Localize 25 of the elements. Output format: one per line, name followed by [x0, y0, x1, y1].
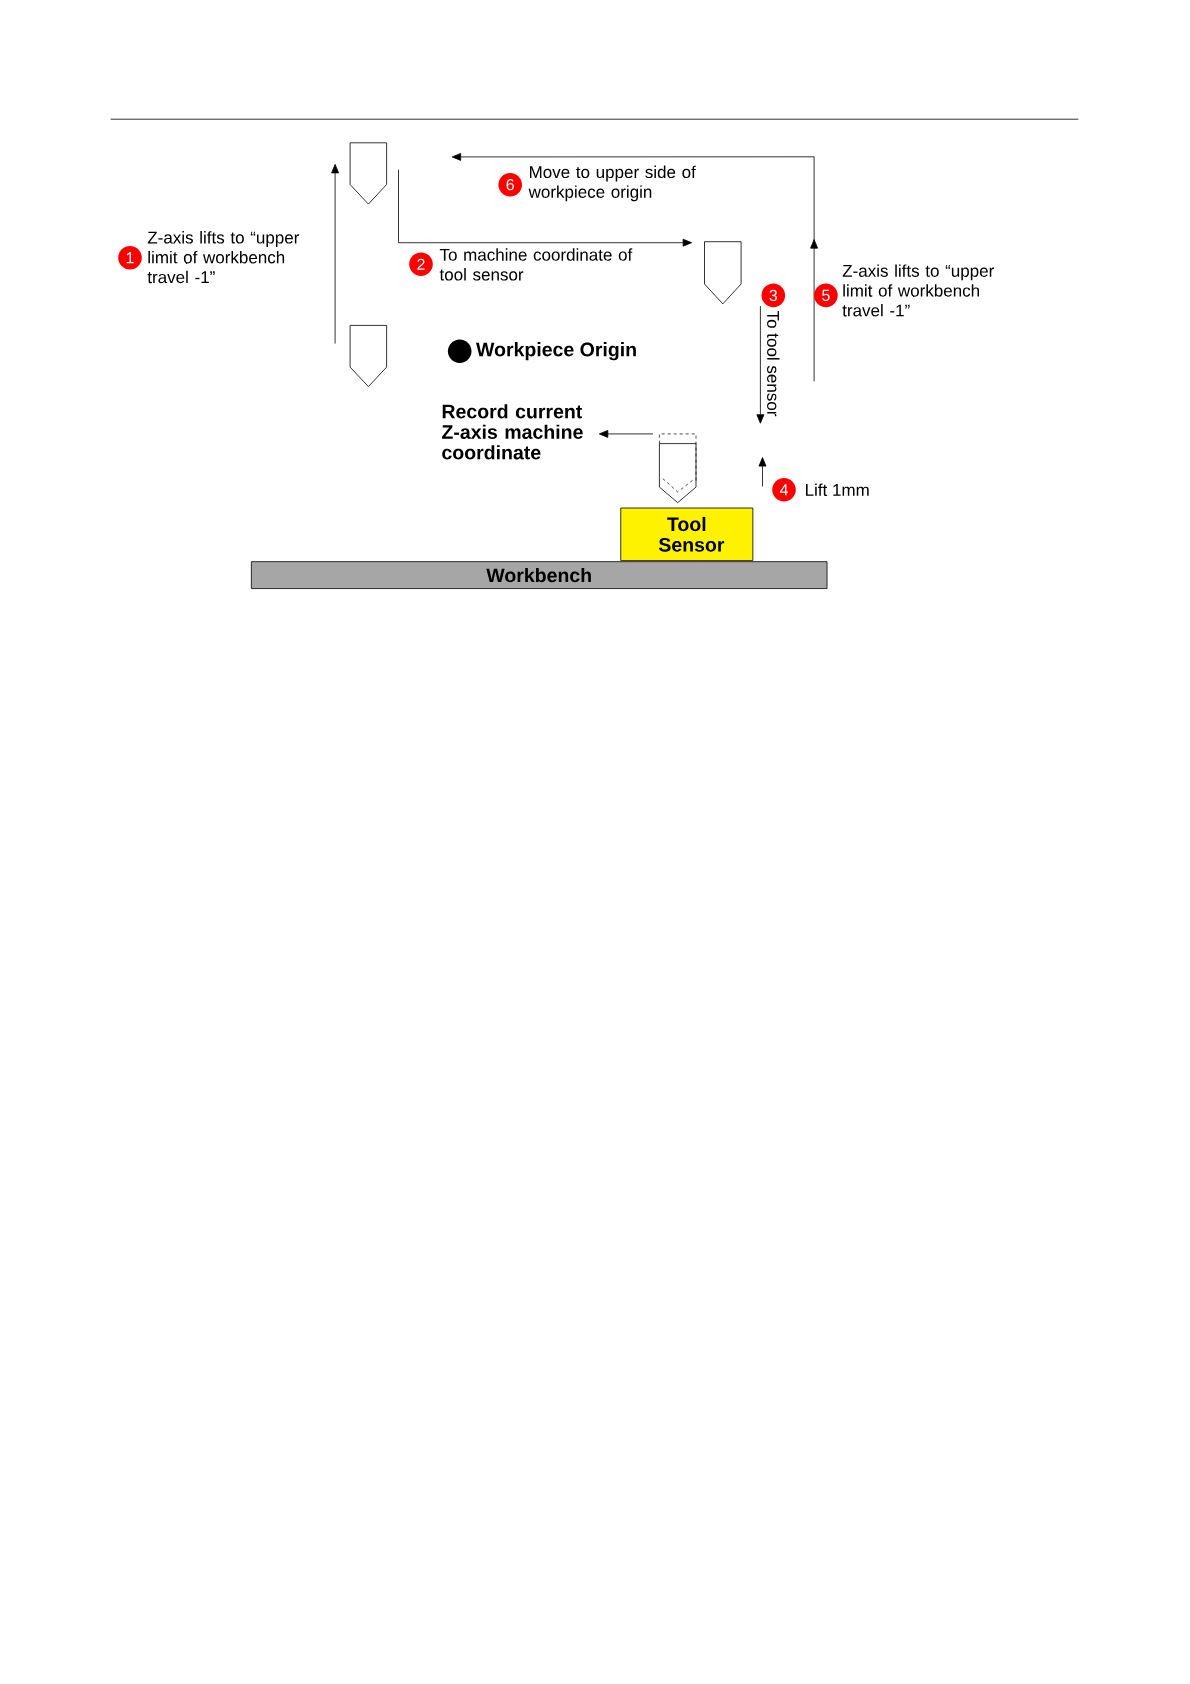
- arrow: [451, 153, 818, 382]
- step-text: Move to upper side of workpiece origin: [528, 165, 696, 202]
- step-number: 2: [409, 252, 433, 276]
- step-text: Z-axis lifts to “upper limit of workbench travel -1”: [147, 231, 300, 284]
- step-text: Z-axis lifts to “upper limit of workbench travel -1”: [842, 264, 994, 317]
- tool-shape: [349, 325, 387, 387]
- arrow: [331, 164, 339, 344]
- step-number: 3: [761, 283, 786, 308]
- step-text: To tool sensor: [767, 311, 780, 417]
- workbench-bar: Workbench: [250, 561, 828, 589]
- step-text: Lift 1mm: [806, 483, 869, 496]
- arrow: [598, 430, 654, 438]
- step-number: 5: [814, 283, 838, 308]
- arrow: [756, 305, 765, 424]
- tool-shape: [349, 142, 387, 205]
- step-number: 6: [498, 172, 522, 197]
- sensor-box: Tool Sensor: [620, 507, 754, 561]
- tool-shape: [704, 241, 742, 305]
- step-text: To machine coordinate of tool sensor: [439, 248, 633, 281]
- step-number: 4: [772, 477, 796, 502]
- step-text: Record current Z-axis machine coordinate: [442, 404, 583, 460]
- origin-label: Workpiece Origin: [476, 342, 636, 361]
- tool-shape: [659, 433, 697, 503]
- step-number: 1: [118, 246, 142, 270]
- arrow: [398, 169, 692, 247]
